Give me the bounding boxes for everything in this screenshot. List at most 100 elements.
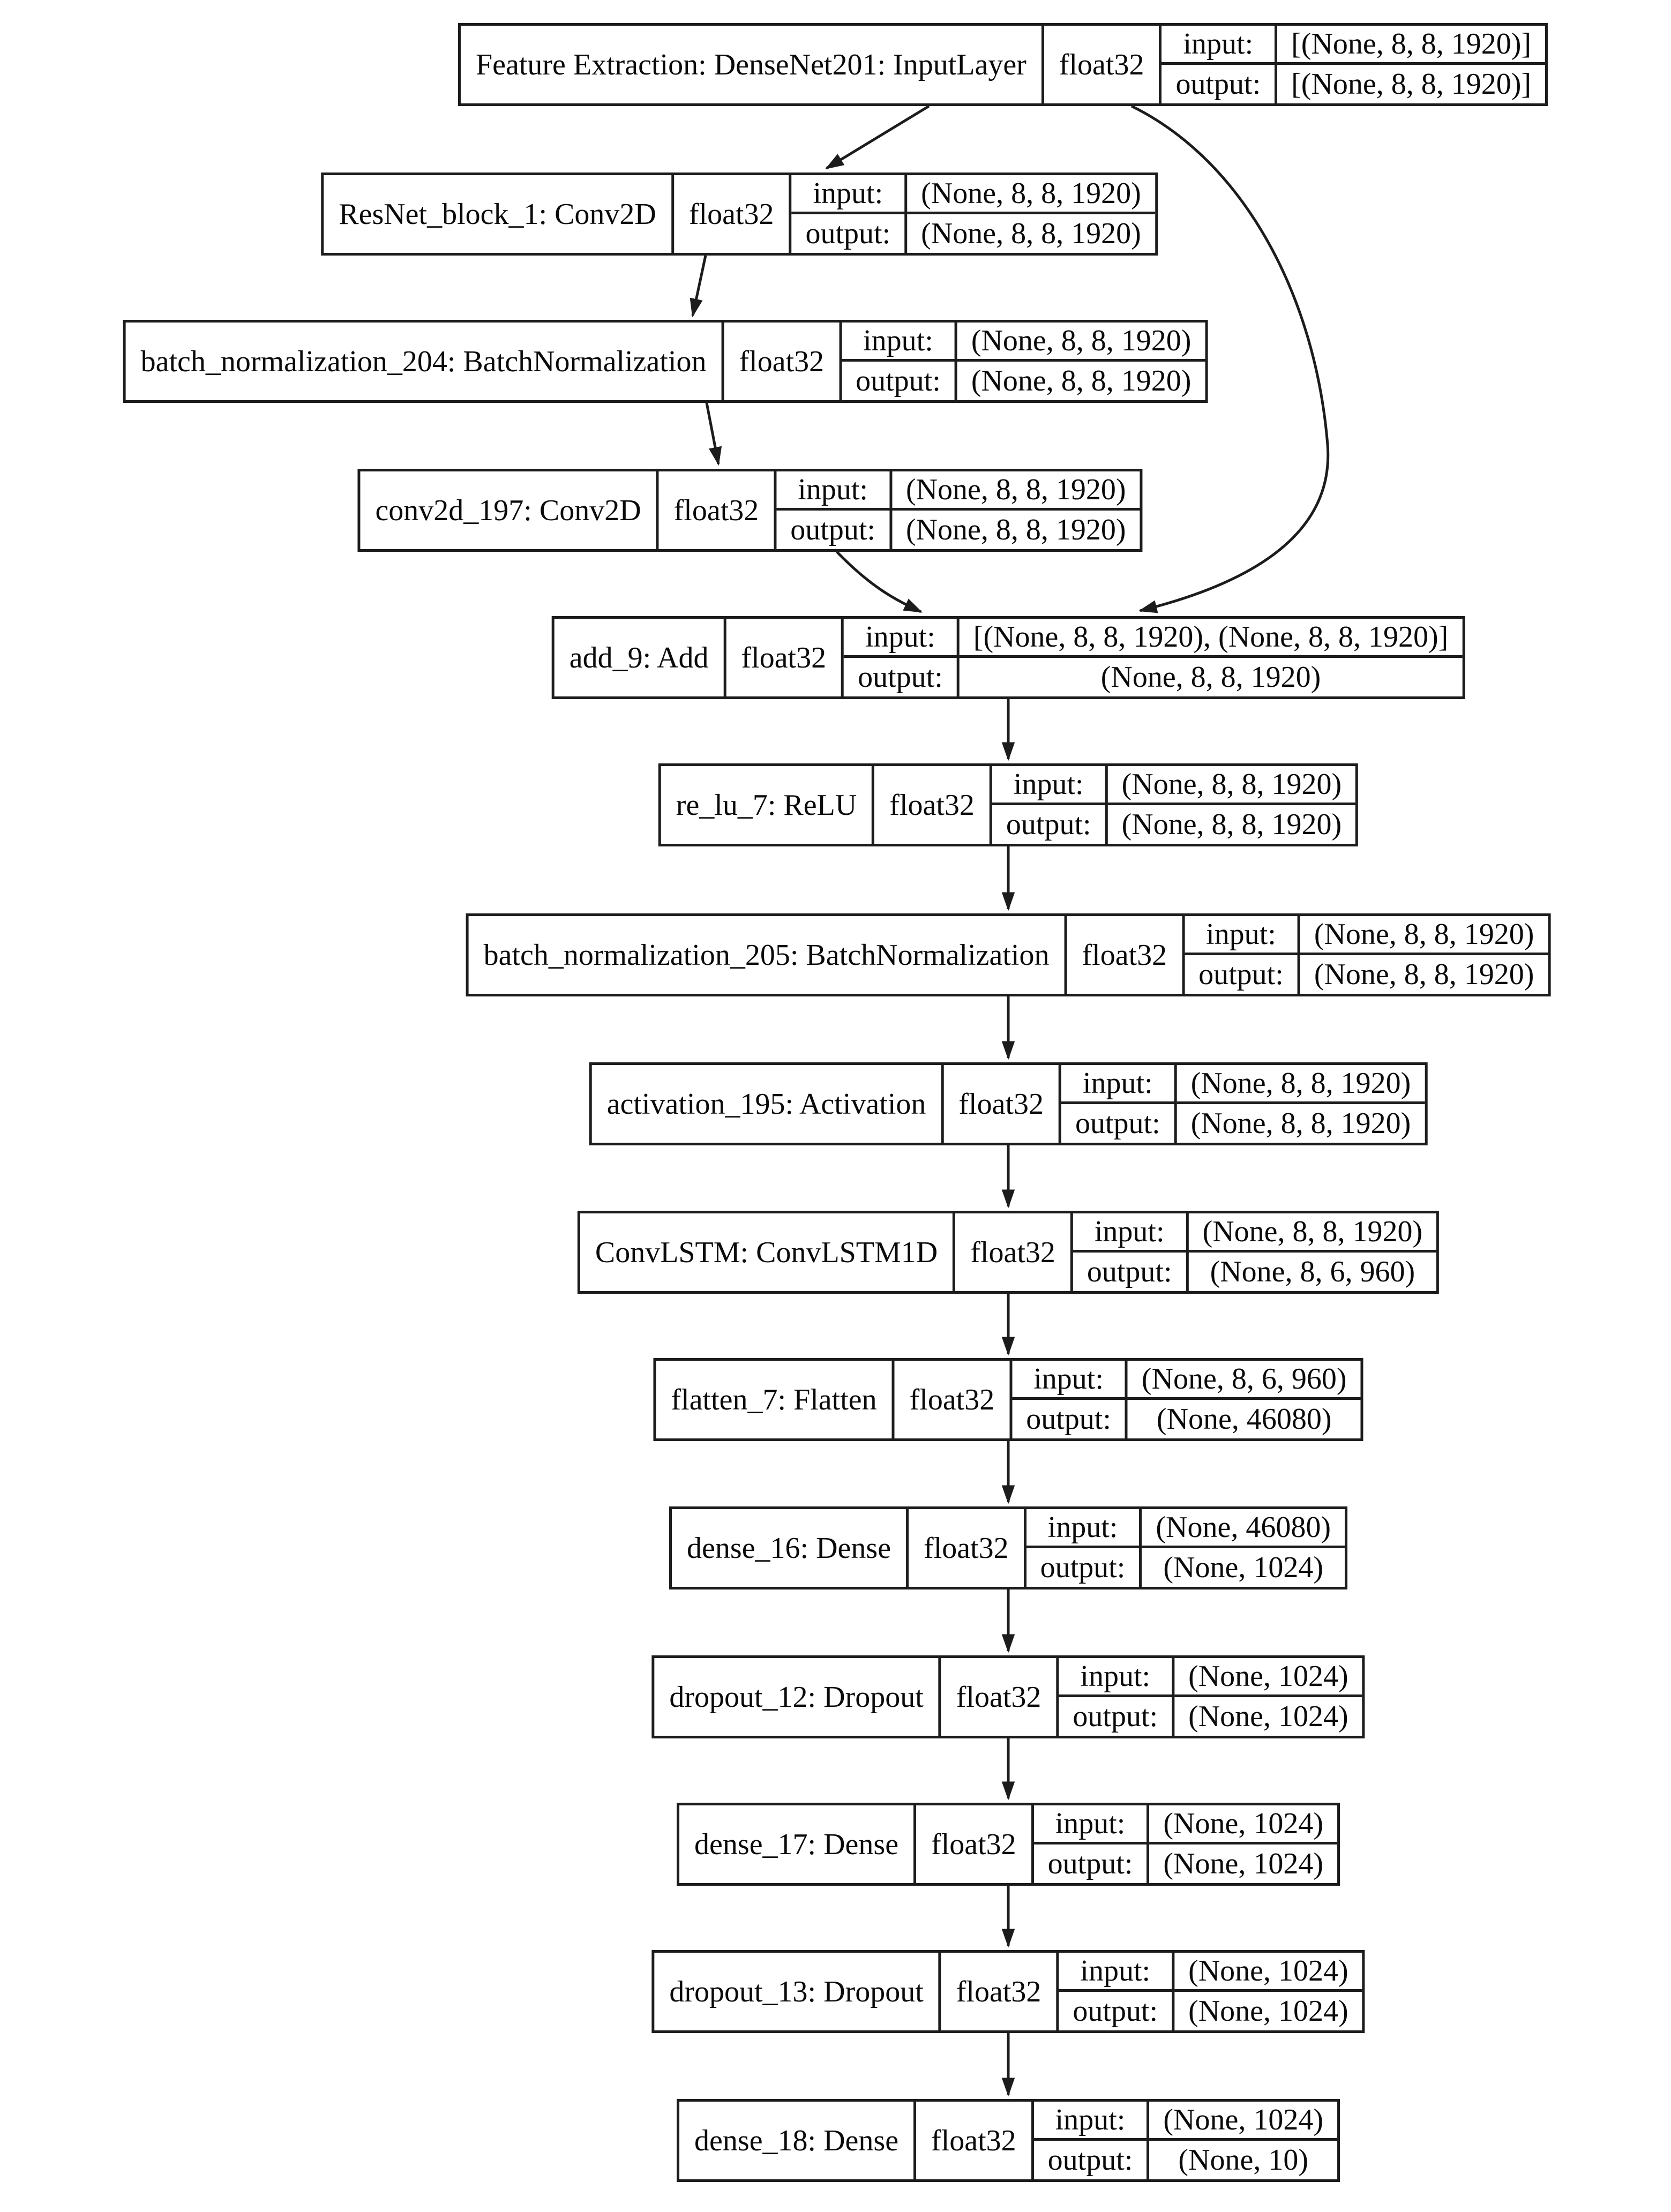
edge-conv2d197-to-add xyxy=(836,551,923,613)
io-output-shape: [(None, 8, 8, 1920)] xyxy=(1291,67,1532,101)
node-activation-195: activation_195: Activation float32 input… xyxy=(589,1062,1428,1145)
layer-dtype: float32 xyxy=(955,1213,1073,1291)
layer-io-table: input: (None, 8, 6, 960) output: (None, … xyxy=(1012,1361,1361,1438)
layer-name: ConvLSTM: ConvLSTM1D xyxy=(580,1213,956,1291)
node-conv2d-197: conv2d_197: Conv2D float32 input: (None,… xyxy=(357,469,1143,552)
io-output-shape: (None, 1024) xyxy=(1163,1550,1323,1584)
io-input-shape: (None, 8, 8, 1920) xyxy=(1177,1065,1425,1104)
node-dense-16: dense_16: Dense float32 input: (None, 46… xyxy=(669,1506,1347,1589)
layer-dtype: float32 xyxy=(724,323,842,400)
node-convlstm: ConvLSTM: ConvLSTM1D float32 input: (Non… xyxy=(577,1211,1440,1294)
edge-input-skip-to-add xyxy=(1130,104,1330,613)
layer-name: batch_normalization_204: BatchNormalizat… xyxy=(126,323,724,400)
io-input-label: input: xyxy=(1033,2102,1150,2141)
io-input-label: input: xyxy=(1185,916,1300,955)
io-input-shape: (None, 8, 6, 960) xyxy=(1127,1361,1361,1400)
layer-io-table: input: [(None, 8, 8, 1920)] output: [(No… xyxy=(1162,26,1546,103)
io-output-label: output: xyxy=(1059,1991,1175,2030)
io-input-shape: (None, 1024) xyxy=(1149,2102,1337,2141)
layer-dtype: float32 xyxy=(909,1509,1026,1587)
layer-name: flatten_7: Flatten xyxy=(656,1361,895,1438)
io-input-shape: (None, 8, 8, 1920) xyxy=(957,323,1205,362)
io-output-shape: (None, 8, 8, 1920) xyxy=(1100,660,1321,694)
io-output-label: output: xyxy=(1026,1548,1142,1587)
layer-dtype: float32 xyxy=(726,619,844,696)
io-output-shape: (None, 1024) xyxy=(1188,1994,1348,2028)
io-output-label: output: xyxy=(1012,1399,1128,1438)
edge-input-to-resnet xyxy=(825,104,930,170)
layer-io-table: input: [(None, 8, 8, 1920), (None, 8, 8,… xyxy=(844,619,1463,696)
layer-io-table: input: (None, 8, 8, 1920) output: (None,… xyxy=(776,471,1140,549)
io-input-label: input: xyxy=(1162,26,1278,65)
layer-name: add_9: Add xyxy=(554,619,726,696)
layer-dtype: float32 xyxy=(916,2102,1034,2179)
io-input-label: input: xyxy=(1012,1361,1128,1400)
io-input-label: input: xyxy=(992,766,1108,805)
layer-dtype: float32 xyxy=(916,1805,1034,1883)
layer-name: conv2d_197: Conv2D xyxy=(360,471,659,549)
io-input-label: input: xyxy=(791,175,908,214)
io-output-label: output: xyxy=(1185,955,1300,994)
layer-name: activation_195: Activation xyxy=(592,1065,944,1143)
io-input-shape: (None, 8, 8, 1920) xyxy=(1300,916,1548,955)
io-input-shape: [(None, 8, 8, 1920)] xyxy=(1277,26,1546,65)
io-input-shape: (None, 1024) xyxy=(1149,1805,1337,1844)
io-output-label: output: xyxy=(1162,64,1278,103)
io-input-shape: (None, 46080) xyxy=(1142,1509,1345,1548)
io-input-label: input: xyxy=(1059,1658,1175,1697)
io-output-label: output: xyxy=(992,805,1108,844)
node-resnet-block-1: ResNet_block_1: Conv2D float32 input: (N… xyxy=(321,173,1158,256)
io-input-shape: (None, 8, 8, 1920) xyxy=(907,175,1155,214)
node-dropout-12: dropout_12: Dropout float32 input: (None… xyxy=(651,1655,1365,1738)
layer-io-table: input: (None, 1024) output: (None, 1024) xyxy=(1059,1658,1362,1736)
layer-io-table: input: (None, 8, 8, 1920) output: (None,… xyxy=(992,766,1356,844)
io-output-shape: (None, 1024) xyxy=(1188,1699,1348,1733)
layer-io-table: input: (None, 8, 8, 1920) output: (None,… xyxy=(1061,1065,1425,1143)
layer-name: re_lu_7: ReLU xyxy=(661,766,875,844)
layer-name: batch_normalization_205: BatchNormalizat… xyxy=(469,916,1067,994)
io-output-label: output: xyxy=(1059,1697,1175,1736)
io-output-label: output: xyxy=(1034,2140,1150,2179)
node-dense-17: dense_17: Dense float32 input: (None, 10… xyxy=(677,1803,1340,1886)
node-dense-18: dense_18: Dense float32 input: (None, 10… xyxy=(677,2099,1340,2182)
io-input-label: input: xyxy=(1033,1805,1150,1844)
layer-name: Feature Extraction: DenseNet201: InputLa… xyxy=(461,26,1044,103)
layer-name: ResNet_block_1: Conv2D xyxy=(324,175,674,253)
io-output-shape: (None, 8, 8, 1920) xyxy=(1190,1106,1411,1140)
io-output-label: output: xyxy=(776,510,892,549)
io-output-shape: (None, 10) xyxy=(1178,2143,1308,2177)
io-output-shape: (None, 8, 8, 1920) xyxy=(971,364,1192,398)
node-flatten-7: flatten_7: Flatten float32 input: (None,… xyxy=(653,1358,1363,1441)
io-output-shape: (None, 8, 6, 960) xyxy=(1210,1255,1415,1288)
layer-dtype: float32 xyxy=(1067,916,1185,994)
layer-dtype: float32 xyxy=(895,1361,1013,1438)
layer-name: dense_17: Dense xyxy=(679,1805,917,1883)
io-input-label: input: xyxy=(842,323,957,362)
layer-io-table: input: (None, 46080) output: (None, 1024… xyxy=(1026,1509,1345,1587)
layer-io-table: input: (None, 8, 8, 1920) output: (None,… xyxy=(1185,916,1548,994)
layer-dtype: float32 xyxy=(874,766,992,844)
layer-io-table: input: (None, 1024) output: (None, 1024) xyxy=(1059,1953,1362,2030)
layer-io-table: input: (None, 8, 8, 1920) output: (None,… xyxy=(842,323,1205,400)
node-batch-normalization-204: batch_normalization_204: BatchNormalizat… xyxy=(123,320,1208,403)
layer-io-table: input: (None, 1024) output: (None, 10) xyxy=(1033,2102,1337,2179)
io-output-shape: (None, 1024) xyxy=(1163,1847,1323,1880)
io-input-shape: (None, 8, 8, 1920) xyxy=(891,471,1140,511)
layer-io-table: input: (None, 8, 8, 1920) output: (None,… xyxy=(1073,1213,1437,1291)
layer-name: dense_16: Dense xyxy=(672,1509,909,1587)
layer-io-table: input: (None, 1024) output: (None, 1024) xyxy=(1033,1805,1337,1883)
io-output-shape: (None, 8, 8, 1920) xyxy=(1314,957,1534,991)
io-input-shape: (None, 8, 8, 1920) xyxy=(1188,1213,1437,1253)
io-input-shape: [(None, 8, 8, 1920), (None, 8, 8, 1920)] xyxy=(959,619,1463,658)
io-output-label: output: xyxy=(842,361,957,400)
io-input-shape: (None, 1024) xyxy=(1174,1658,1362,1697)
layer-dtype: float32 xyxy=(1044,26,1162,103)
io-input-label: input: xyxy=(1073,1213,1189,1253)
io-input-label: input: xyxy=(1026,1509,1142,1548)
node-re-lu-7: re_lu_7: ReLU float32 input: (None, 8, 8… xyxy=(658,763,1359,846)
io-output-shape: (None, 8, 8, 1920) xyxy=(921,216,1141,250)
layer-dtype: float32 xyxy=(943,1065,1061,1143)
io-output-label: output: xyxy=(1061,1104,1177,1143)
